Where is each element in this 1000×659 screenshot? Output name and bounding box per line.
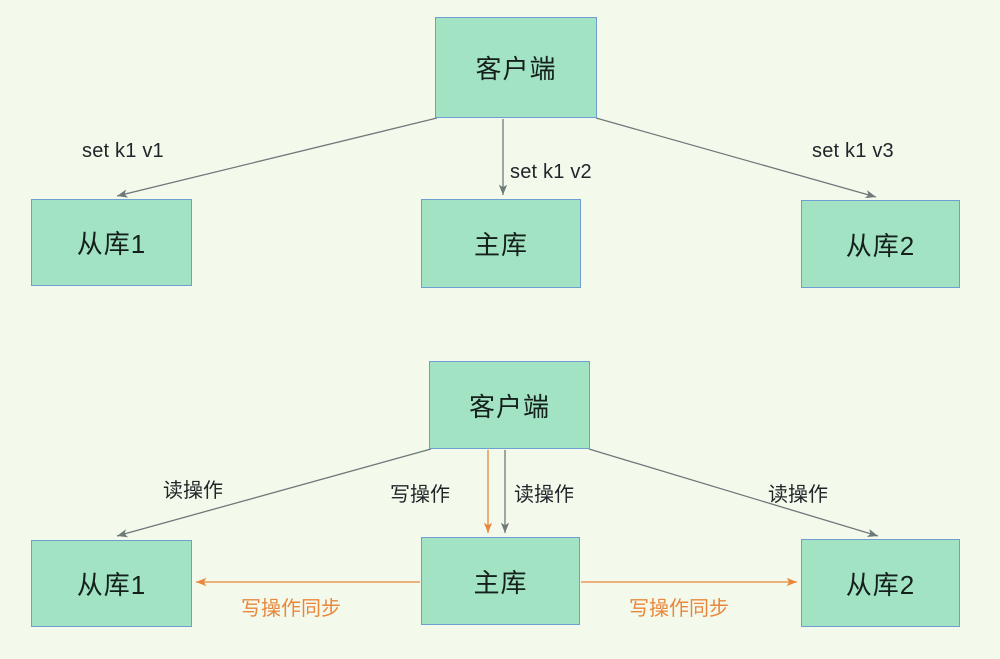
edge-read-slave2 xyxy=(588,448,879,537)
edge-label-read-slave1: 读操作 xyxy=(163,480,223,502)
edge-label-set-k1-v2: set k1 v2 xyxy=(510,161,592,183)
node-label: 从库2 xyxy=(845,569,916,600)
edge-label-write-master: 写操作 xyxy=(390,484,450,506)
node-master-top[interactable]: 主库 xyxy=(421,199,581,288)
node-slave1-bottom[interactable]: 从库1 xyxy=(31,540,192,627)
node-master-bottom[interactable]: 主库 xyxy=(421,537,580,625)
node-label: 从库1 xyxy=(76,229,147,259)
node-client-top[interactable]: 客户端 xyxy=(435,17,597,118)
node-label: 主库 xyxy=(473,567,528,598)
edge-label-read-master: 读操作 xyxy=(514,484,574,506)
node-label: 客户端 xyxy=(475,54,557,84)
edge-label-set-k1-v3: set k1 v3 xyxy=(812,140,894,162)
node-slave2-bottom[interactable]: 从库2 xyxy=(801,539,960,627)
edge-label-set-k1-v1: set k1 v1 xyxy=(82,140,164,162)
node-label: 从库1 xyxy=(76,570,147,600)
node-client-bottom[interactable]: 客户端 xyxy=(429,361,590,449)
node-label: 主库 xyxy=(473,230,528,260)
edge-label-sync-slave2: 写操作同步 xyxy=(629,598,729,620)
node-slave1-top[interactable]: 从库1 xyxy=(31,199,192,286)
node-label: 从库2 xyxy=(845,230,916,261)
edge-label-read-slave2: 读操作 xyxy=(768,484,828,506)
edge-label-sync-slave1: 写操作同步 xyxy=(241,598,341,620)
node-slave2-top[interactable]: 从库2 xyxy=(801,200,960,288)
edge-set-k1-v1 xyxy=(116,117,438,198)
node-label: 客户端 xyxy=(468,391,550,422)
